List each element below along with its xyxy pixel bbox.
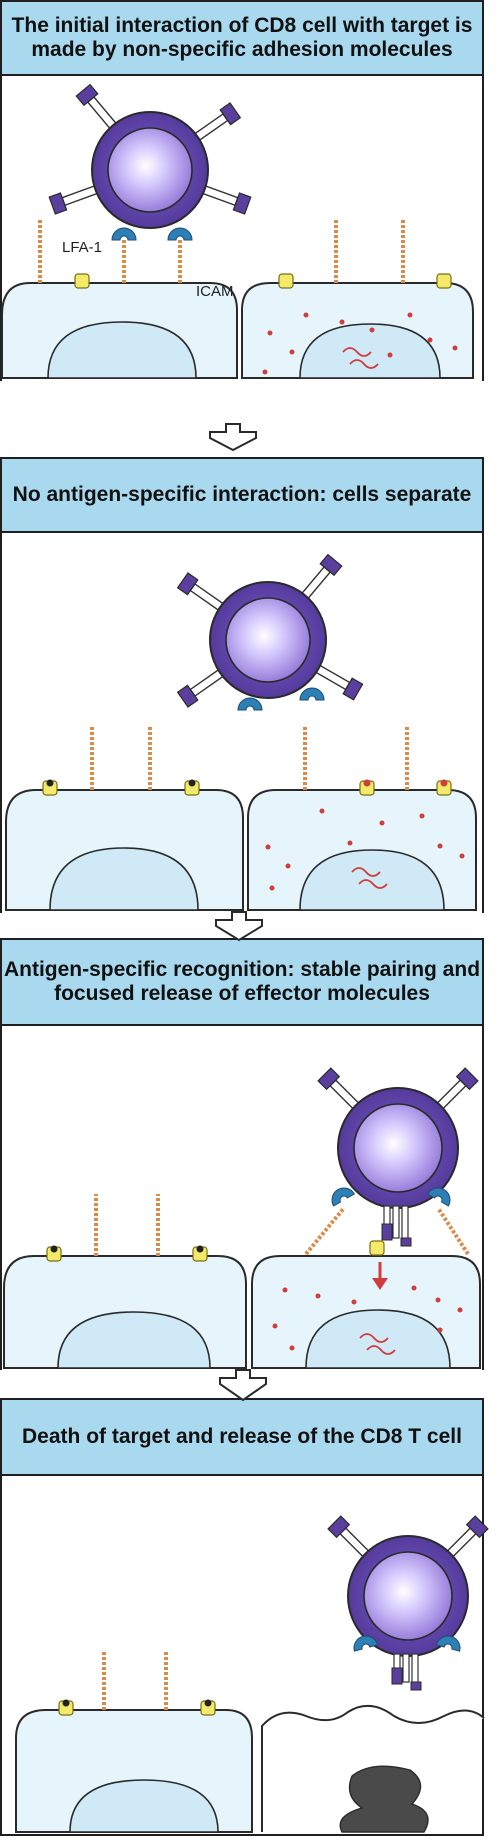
down-arrow [209, 423, 257, 452]
antigen-dots [262, 312, 458, 375]
nucleus-left [57, 1311, 211, 1369]
icam-molecules [94, 1194, 470, 1256]
down-arrow [215, 911, 263, 942]
condensed-nucleus [339, 1765, 429, 1833]
viral-rna [342, 347, 379, 369]
icam-molecules [90, 726, 409, 790]
cd8-t-cell [327, 1515, 489, 1691]
effector-release-arrow [372, 1262, 388, 1290]
viral-rna [351, 867, 388, 889]
down-arrow [219, 1369, 267, 1402]
antigen-dots [265, 808, 465, 891]
icam-molecules [38, 218, 405, 283]
panel-1-scene: LFA-1 ICAM [0, 83, 474, 379]
icam-molecules [102, 1650, 168, 1710]
cd8-t-cell [177, 553, 364, 711]
panel-3-scene [3, 1067, 481, 1369]
panel-3-header: Antigen-specific recognition: stable pai… [0, 938, 484, 1026]
icam-label: ICAM [196, 283, 234, 300]
viral-rna [359, 1333, 396, 1355]
panel-2-header: No antigen-specific interaction: cells s… [0, 457, 484, 533]
panel-4-scene [15, 1515, 489, 1833]
nucleus-left [47, 321, 197, 379]
cd8-t-cell [48, 83, 252, 241]
nucleus-left [49, 847, 199, 911]
nucleus-left [69, 1779, 219, 1833]
nucleus-right [299, 323, 441, 379]
nucleus-right [305, 1309, 451, 1369]
lfa1-label: LFA-1 [62, 239, 102, 256]
panel-2-scene [5, 553, 477, 911]
panel-1-header: The initial interaction of CD8 cell with… [0, 0, 484, 76]
antigen-dots [272, 1285, 463, 1351]
cd8-t-cell [317, 1067, 479, 1247]
nucleus-right [299, 849, 445, 911]
panel-4-header: Death of target and release of the CD8 T… [0, 1398, 484, 1476]
